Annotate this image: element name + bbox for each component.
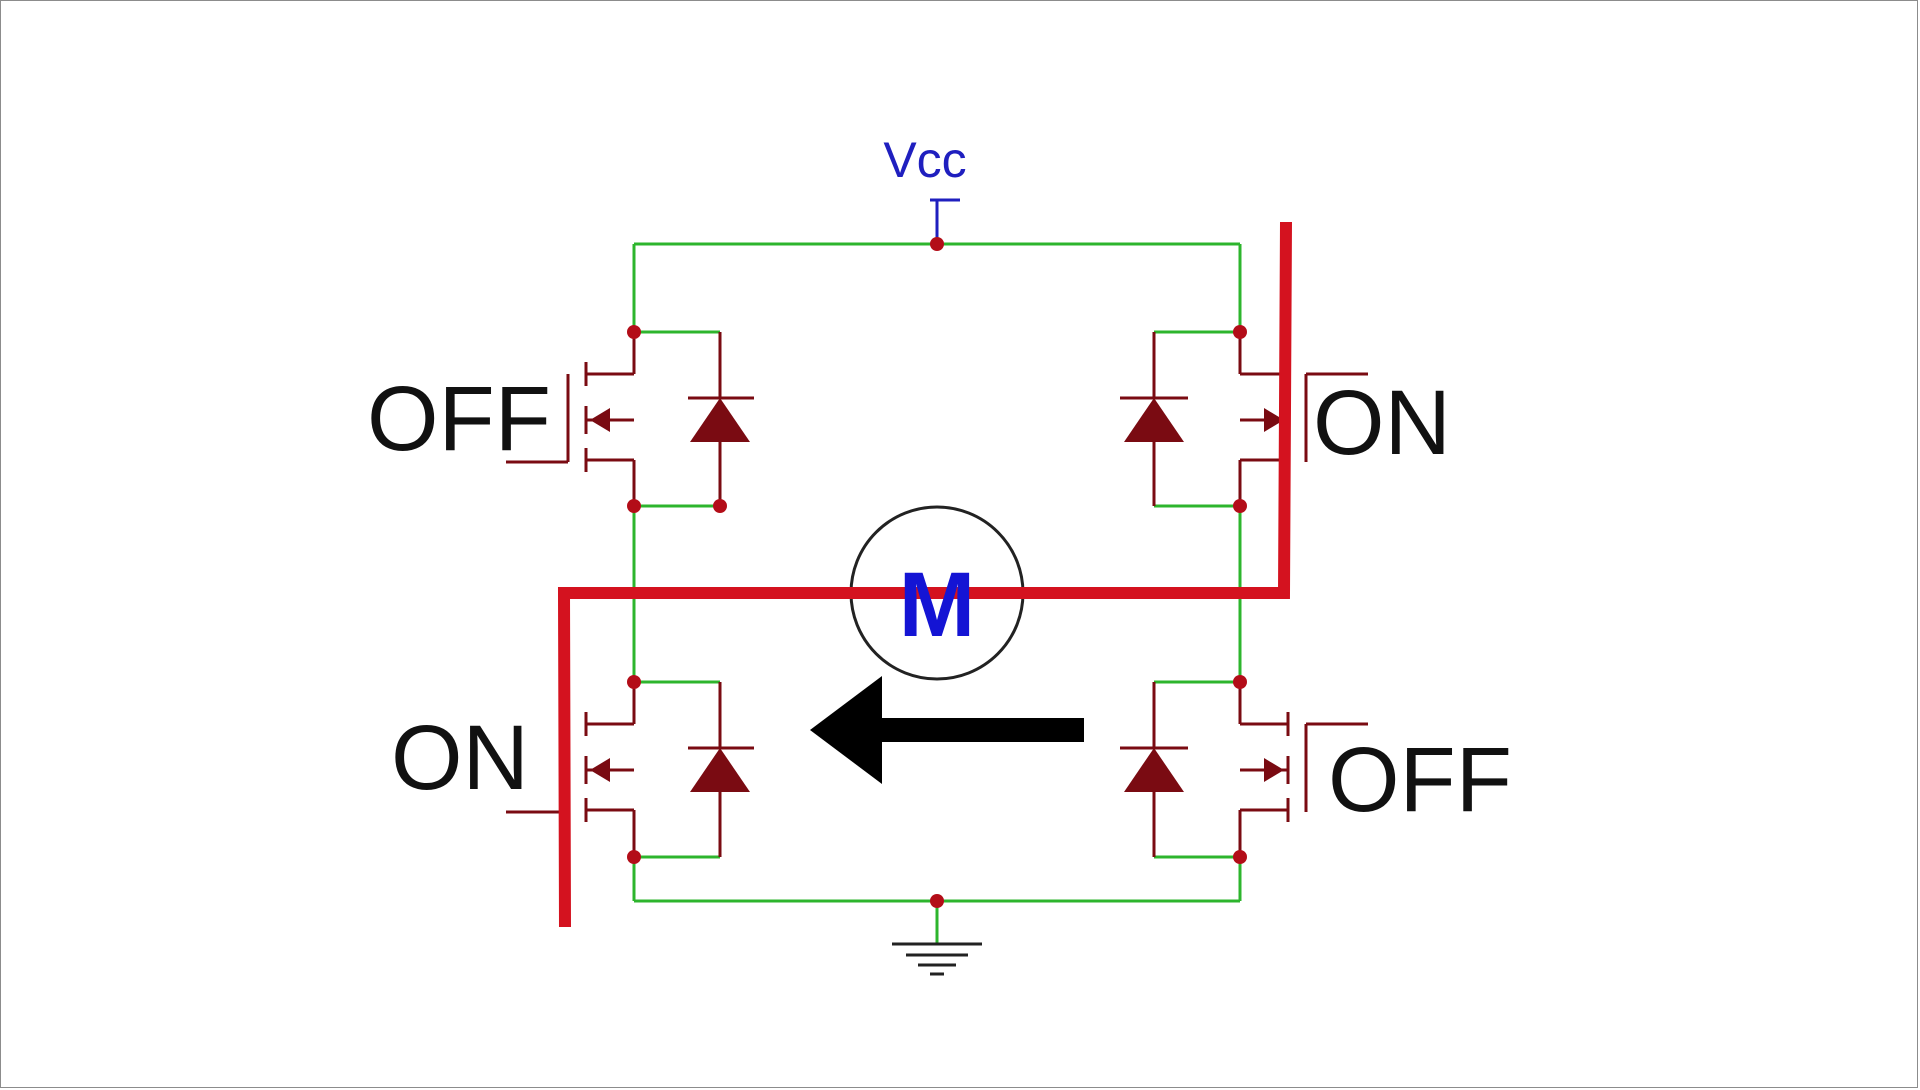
mosfet-low-right <box>1238 682 1368 857</box>
current-arrow-icon <box>810 676 1084 784</box>
diode-high-right <box>1120 332 1188 506</box>
switch-state-low-right: OFF <box>1328 729 1512 831</box>
ground-icon <box>892 942 982 976</box>
switch-state-high-left: OFF <box>367 368 551 470</box>
motor-label: M <box>899 554 976 656</box>
diode-low-left <box>688 682 754 857</box>
diode-low-right <box>1120 682 1188 857</box>
junction-nodes <box>627 237 1247 908</box>
vcc-label: Vcc <box>883 132 966 188</box>
diode-high-left <box>688 332 754 506</box>
current-path <box>557 221 1292 928</box>
switch-state-high-right: ON <box>1313 372 1451 474</box>
switch-state-low-left: ON <box>391 707 529 809</box>
vcc-supply-icon: Vcc <box>883 132 967 244</box>
